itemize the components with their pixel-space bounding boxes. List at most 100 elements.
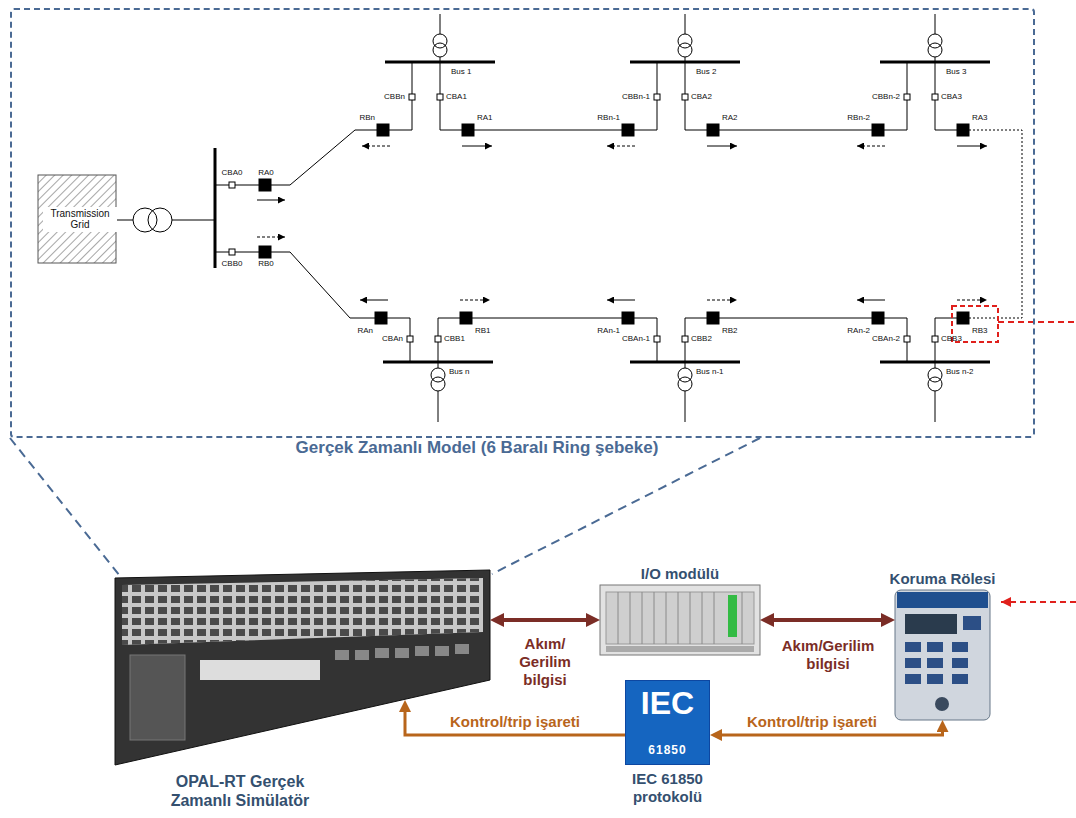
connector — [405, 706, 625, 735]
bus-label: Bus n-1 — [696, 368, 724, 376]
device-tag: RAn-2 — [847, 327, 870, 335]
io-status-card — [728, 595, 737, 637]
port-symbol — [455, 644, 469, 654]
wire — [235, 185, 259, 186]
io-card-line — [654, 592, 655, 644]
simulator-box: OPAL-RT Gerçek Zamanlı Simülatör — [115, 570, 490, 700]
bus-bar — [214, 148, 217, 268]
wire — [235, 252, 259, 253]
model-region: Gerçek Zamanlı Model (6 Baralı Ring şebe… — [10, 8, 1035, 438]
io-card-line — [642, 592, 643, 644]
device-tag: RA2 — [722, 114, 738, 122]
line-wire — [271, 252, 375, 318]
bus-symbol — [607, 14, 740, 146]
grid-label: Transmission Grid — [43, 207, 117, 232]
relay-button — [927, 658, 943, 668]
device-title: Koruma Rölesi — [890, 570, 996, 588]
port-symbol — [415, 646, 429, 656]
logo-text: IEC — [641, 687, 694, 719]
relay-button — [952, 674, 968, 684]
zoom-line — [492, 438, 760, 574]
front-strip — [200, 660, 320, 680]
relay-symbol — [259, 179, 271, 191]
wire — [215, 252, 229, 253]
device-tag: CBBn — [384, 93, 405, 101]
relay-button — [927, 642, 943, 652]
leader-line — [998, 321, 1076, 323]
connector-label: Akım/ Gerilim bilgisi — [503, 635, 587, 689]
connector — [497, 618, 593, 622]
device-tag: RA0 — [258, 169, 274, 177]
relay-button — [927, 674, 943, 684]
device-tag: RB0 — [258, 260, 274, 268]
breaker-symbol — [229, 182, 235, 188]
port-symbol — [375, 648, 389, 658]
line-wire — [474, 130, 622, 131]
highlight-callout — [952, 306, 1076, 602]
device-tag: CBA0 — [222, 169, 243, 177]
io-card-line — [714, 592, 715, 644]
device-tag: RBn-2 — [847, 114, 870, 122]
port-grid — [122, 578, 483, 645]
port-panel — [122, 578, 483, 645]
device-tag: RAn-1 — [597, 327, 620, 335]
line-wire — [719, 318, 872, 319]
device-tag: CBAn — [382, 335, 403, 343]
wire — [215, 185, 229, 186]
device-tag: RBn-1 — [597, 114, 620, 122]
bus-label: Bus n-2 — [946, 368, 974, 376]
iec-logo-box: IEC61850IEC 61850 protokolü — [625, 680, 710, 765]
wire — [116, 220, 133, 221]
device-title: OPAL-RT Gerçek Zamanlı Simülatör — [153, 772, 328, 810]
device-tag: CBB3 — [941, 335, 962, 343]
transformer-symbol — [148, 208, 172, 232]
connector-label: Akım/Gerilim bilgisi — [771, 637, 885, 673]
front-slot — [130, 655, 185, 740]
ring-network — [38, 14, 1022, 422]
device-tag: CBA3 — [941, 93, 962, 101]
port-symbol — [335, 650, 349, 660]
io-card-line — [666, 592, 667, 644]
relay-button — [905, 642, 921, 652]
connector-label: Kontrol/trip işareti — [448, 713, 582, 731]
device-tag: RB2 — [722, 327, 738, 335]
device-tag: CBB0 — [222, 260, 243, 268]
grid-hatch — [38, 175, 116, 263]
relay-housing — [895, 590, 990, 720]
device-tag: CBB2 — [691, 335, 712, 343]
relay-screen — [905, 614, 957, 634]
device-title: IEC 61850 protokolü — [608, 770, 728, 806]
device-tag: CBAn-1 — [622, 335, 650, 343]
bus-label: Bus 1 — [451, 68, 471, 76]
direction-arrow — [257, 200, 285, 201]
bus-symbol — [362, 14, 495, 146]
device-tag: CBA1 — [446, 93, 467, 101]
device-tag: RA3 — [972, 114, 988, 122]
device-tag: RAn — [357, 327, 373, 335]
open-point-wire — [969, 130, 1022, 318]
device-tag: CBBn-2 — [872, 93, 900, 101]
direction-arrow — [257, 237, 285, 238]
connector — [767, 618, 888, 622]
io-card-line — [678, 592, 679, 644]
line-wire — [719, 130, 872, 131]
relay-button — [905, 674, 921, 684]
relay-port — [935, 697, 949, 711]
relay-picture — [895, 590, 990, 720]
relay-button — [952, 658, 968, 668]
io-module-picture — [600, 585, 760, 655]
bus-label: Bus 2 — [696, 68, 716, 76]
io-rack — [600, 585, 760, 655]
device-title: I/O modülü — [641, 565, 719, 583]
line-wire — [271, 130, 377, 185]
bus-label: Bus 3 — [946, 68, 966, 76]
device-tag: CBB1 — [444, 335, 465, 343]
device-tag: RA1 — [477, 114, 493, 122]
grid-box: Transmission Grid — [38, 175, 122, 263]
relay-box: Koruma Rölesi — [895, 590, 990, 720]
io-card-bay — [606, 592, 754, 644]
